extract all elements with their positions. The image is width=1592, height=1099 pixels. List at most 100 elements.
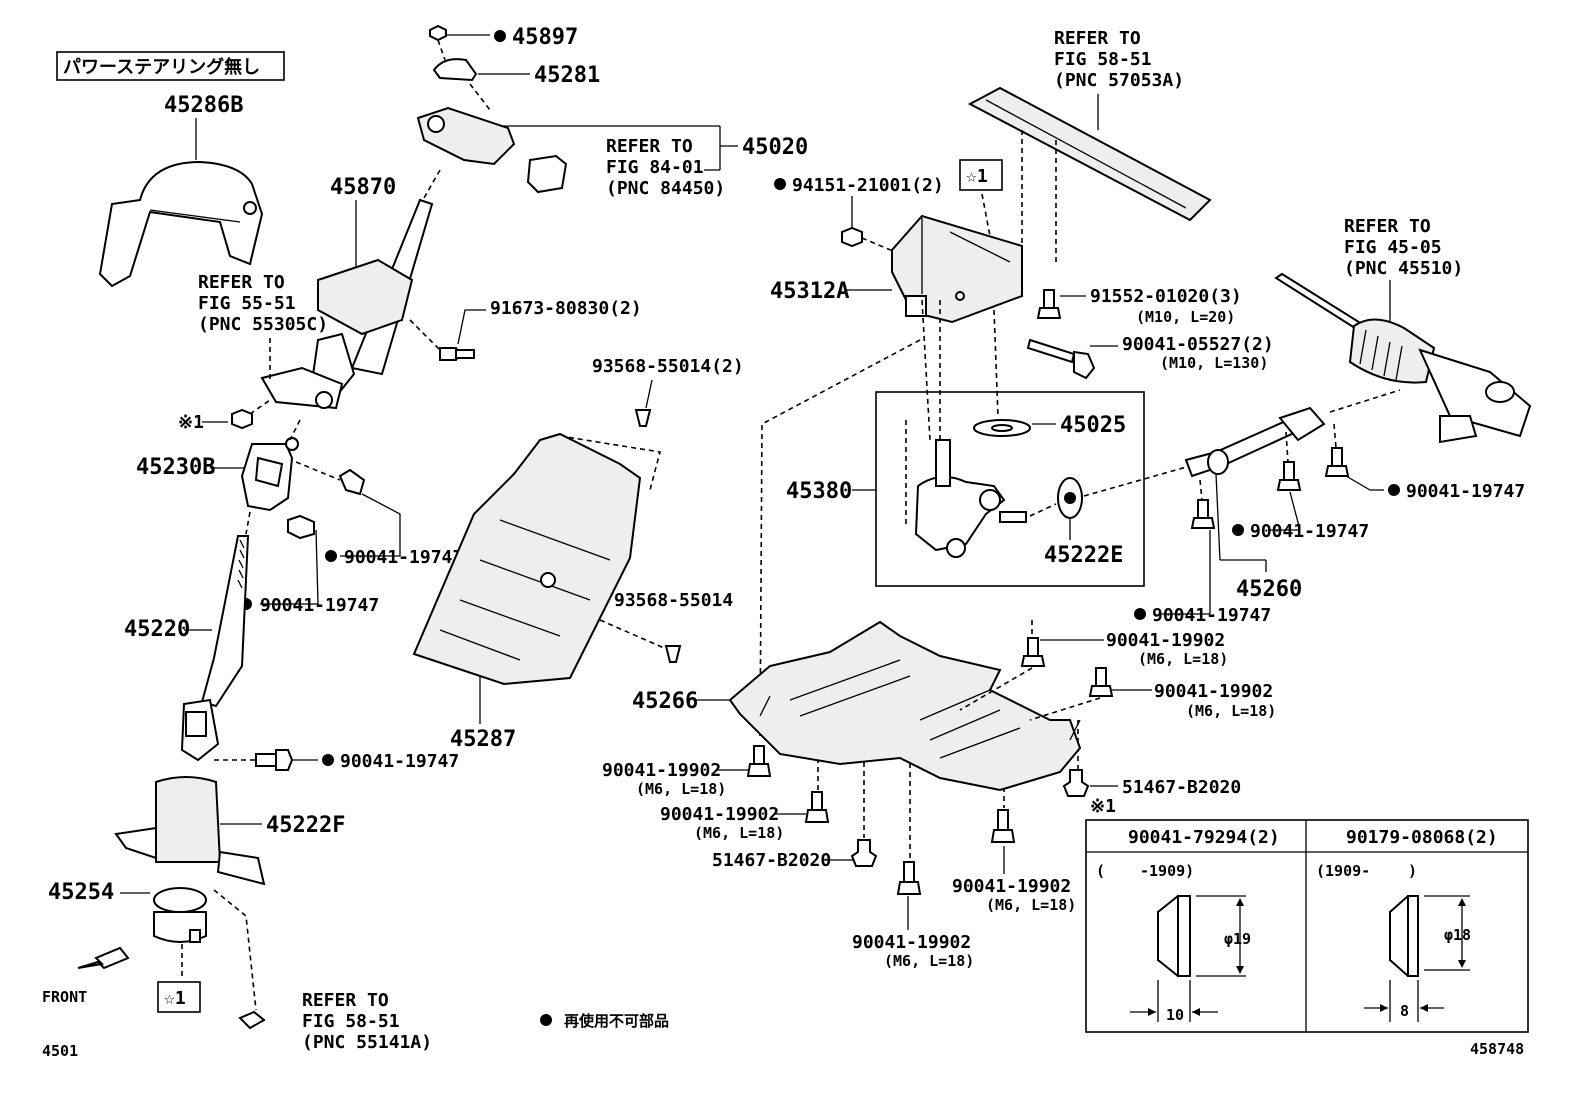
part-45220-label[interactable]: 45220 — [124, 617, 190, 642]
bolt-19902-a-group: 90041-19902 (M6, L=18) — [959, 620, 1228, 711]
kome1-marker-b[interactable]: ※1 — [1090, 796, 1116, 817]
part-19747-e-label[interactable]: 90041-19747 — [1406, 481, 1525, 502]
part-51467-b-label[interactable]: 51467-B2020 — [1122, 777, 1241, 798]
part-45286b-label[interactable]: 45286B — [164, 93, 243, 118]
part-19902-e-label[interactable]: 90041-19902 — [852, 932, 971, 953]
non-reusable-dot-icon — [322, 754, 334, 766]
bolt-19747-e-shape — [1331, 447, 1343, 467]
refer-fig-55-51[interactable]: REFER TO FIG 55-51 (PNC 55305C) — [198, 272, 328, 335]
fig-number: 4501 — [42, 1042, 78, 1060]
part-19902-b-spec: (M6, L=18) — [1186, 702, 1276, 720]
part-45312a-label[interactable]: 45312A — [770, 279, 849, 304]
part-45287-label[interactable]: 45287 — [450, 727, 516, 752]
intermediate-shaft-45220-group: 45220 — [124, 535, 250, 762]
spec-col2-range: (1909- — [1316, 862, 1370, 880]
refer-fig5851b-line2: FIG 58-51 — [302, 1011, 400, 1032]
part-45870-label[interactable]: 45870 — [330, 175, 396, 200]
part-91673-label[interactable]: 91673-80830(2) — [490, 298, 642, 319]
part-19902-d-label[interactable]: 90041-19902 — [660, 804, 779, 825]
part-45230b-label[interactable]: 45230B — [136, 455, 215, 480]
refer-fig5851b-line3: (PNC 55141A) — [302, 1032, 432, 1053]
part-45222e-label[interactable]: 45222E — [1044, 543, 1123, 568]
kome1-nut-group: ※1 — [178, 399, 271, 433]
part-19902-b-label[interactable]: 90041-19902 — [1154, 681, 1273, 702]
bolt-19902-f-shape — [997, 809, 1009, 831]
clip-93568-group: 93568-55014 — [599, 590, 733, 663]
clip-51467-a-shape — [850, 839, 878, 867]
bolt-19902-b-shape — [1095, 667, 1107, 687]
part-45266-label[interactable]: 45266 — [632, 689, 698, 714]
nut-94151-shape — [841, 226, 863, 248]
part-90041-05527-label[interactable]: 90041-05527(2) — [1122, 334, 1274, 355]
clip-93568-shape — [664, 645, 682, 663]
bolt-90041-05527-group: 90041-05527(2) (M10, L=130) — [1026, 334, 1274, 380]
part-94151-label[interactable]: 94151-21001(2) — [792, 175, 944, 196]
screw-45897-group: 45897 — [429, 24, 578, 50]
part-19747-f-label[interactable]: 90041-19747 — [1152, 605, 1271, 626]
part-19902-c-label[interactable]: 90041-19902 — [602, 760, 721, 781]
non-reusable-dot-icon — [1232, 524, 1244, 536]
nut-spec-table: 90041-79294(2) 90179-08068(2) ( -1909) (… — [1085, 819, 1529, 1033]
bolt-19747-d-group: 90041-19747 — [1232, 431, 1369, 542]
refer-fig5551-line3: (PNC 55305C) — [198, 314, 328, 335]
part-19747-c-label[interactable]: 90041-19747 — [340, 751, 459, 772]
column-cover-45286b-shape — [98, 160, 264, 288]
crossmember-rail-group — [967, 86, 1212, 222]
kome1-marker-a[interactable]: ※1 — [178, 412, 204, 433]
refer-fig5551-line2: FIG 55-51 — [198, 293, 296, 314]
part-51467-a-label[interactable]: 51467-B2020 — [712, 850, 831, 871]
part-45897-label[interactable]: 45897 — [512, 25, 578, 50]
part-45222f-label[interactable]: 45222F — [266, 813, 345, 838]
part-45281-label[interactable]: 45281 — [534, 63, 600, 88]
part-19747-b-label[interactable]: 90041-19747 — [260, 595, 379, 616]
crossmember-rail-shape — [967, 86, 1212, 222]
part-90041-05527-spec: (M10, L=130) — [1160, 354, 1268, 372]
bolt-19902-d-shape — [811, 791, 823, 811]
refer-fig-45-05[interactable]: REFER TO FIG 45-05 (PNC 45510) — [1344, 216, 1463, 279]
refer-fig5851t-line2: FIG 58-51 — [1054, 49, 1152, 70]
refer-fig-84-01[interactable]: REFER TO FIG 84-01 (PNC 84450) — [606, 136, 725, 199]
refer-fig-58-51-top[interactable]: REFER TO FIG 58-51 (PNC 57053A) — [1054, 28, 1184, 91]
part-19902-e-spec: (M6, L=18) — [884, 952, 974, 970]
bolt-19902-f-group: 90041-19902 (M6, L=18) — [952, 809, 1076, 914]
boot-cover-45222f-group: 45222F — [114, 776, 345, 886]
front-label: FRONT — [42, 988, 87, 1006]
part-93568-2-label[interactable]: 93568-55014(2) — [592, 356, 744, 377]
bolt-19902-a-shape — [1027, 637, 1039, 657]
part-45020-label[interactable]: 45020 — [742, 135, 808, 160]
refer-fig8401-line2: FIG 84-01 — [606, 157, 704, 178]
part-19902-f-label[interactable]: 90041-19902 — [952, 876, 1071, 897]
part-45380-label[interactable]: 45380 — [786, 479, 852, 504]
spec-col2-length: 8 — [1400, 1002, 1409, 1020]
spec-col1-diameter: φ19 — [1224, 930, 1251, 948]
screw-45897-shape — [429, 24, 447, 42]
star1-marker-b[interactable]: ☆1 — [966, 166, 988, 187]
non-reusable-legend: 再使用不可部品 — [540, 1012, 669, 1030]
clip-93568-2-shape — [634, 409, 652, 427]
part-19747-d-label[interactable]: 90041-19747 — [1250, 521, 1369, 542]
part-45025-label[interactable]: 45025 — [1060, 413, 1126, 438]
spec-col1-range-open: ( — [1096, 862, 1105, 880]
bolt-19902-b-group: 90041-19902 (M6, L=18) — [1029, 667, 1276, 721]
bolt-19747-a-group: 90041-19747 — [325, 468, 463, 568]
illustration-number: 458748 — [1470, 1040, 1524, 1058]
bolt-19902-c-group: 90041-19902 (M6, L=18) — [602, 745, 772, 798]
bolt-19747-c-shape — [255, 753, 277, 767]
refer-fig-58-51-bottom[interactable]: REFER TO FIG 58-51 (PNC 55141A) — [302, 990, 432, 1053]
part-93568-label[interactable]: 93568-55014 — [614, 590, 733, 611]
bolt-19747-e-group: 90041-19747 — [1324, 423, 1525, 502]
part-91552-label[interactable]: 91552-01020(3) — [1090, 286, 1242, 307]
part-19902-f-spec: (M6, L=18) — [986, 896, 1076, 914]
column-cover-45286b-group: 45286B — [98, 93, 264, 288]
bolt-91552-shape — [1043, 289, 1055, 309]
star1-marker-a[interactable]: ☆1 — [164, 988, 186, 1009]
part-19902-a-label[interactable]: 90041-19902 — [1106, 630, 1225, 651]
bolt-19747-f-group: 90041-19747 — [1134, 479, 1271, 626]
part-45260-label[interactable]: 45260 — [1236, 577, 1302, 602]
part-19747-a-label[interactable]: 90041-19747 — [344, 547, 463, 568]
refer-fig8401-line3: (PNC 84450) — [606, 178, 725, 199]
clip-51467-b-group: 51467-B2020 ※1 — [1062, 769, 1241, 817]
part-45254-label[interactable]: 45254 — [48, 880, 114, 905]
non-reusable-dot-icon — [540, 1014, 552, 1026]
